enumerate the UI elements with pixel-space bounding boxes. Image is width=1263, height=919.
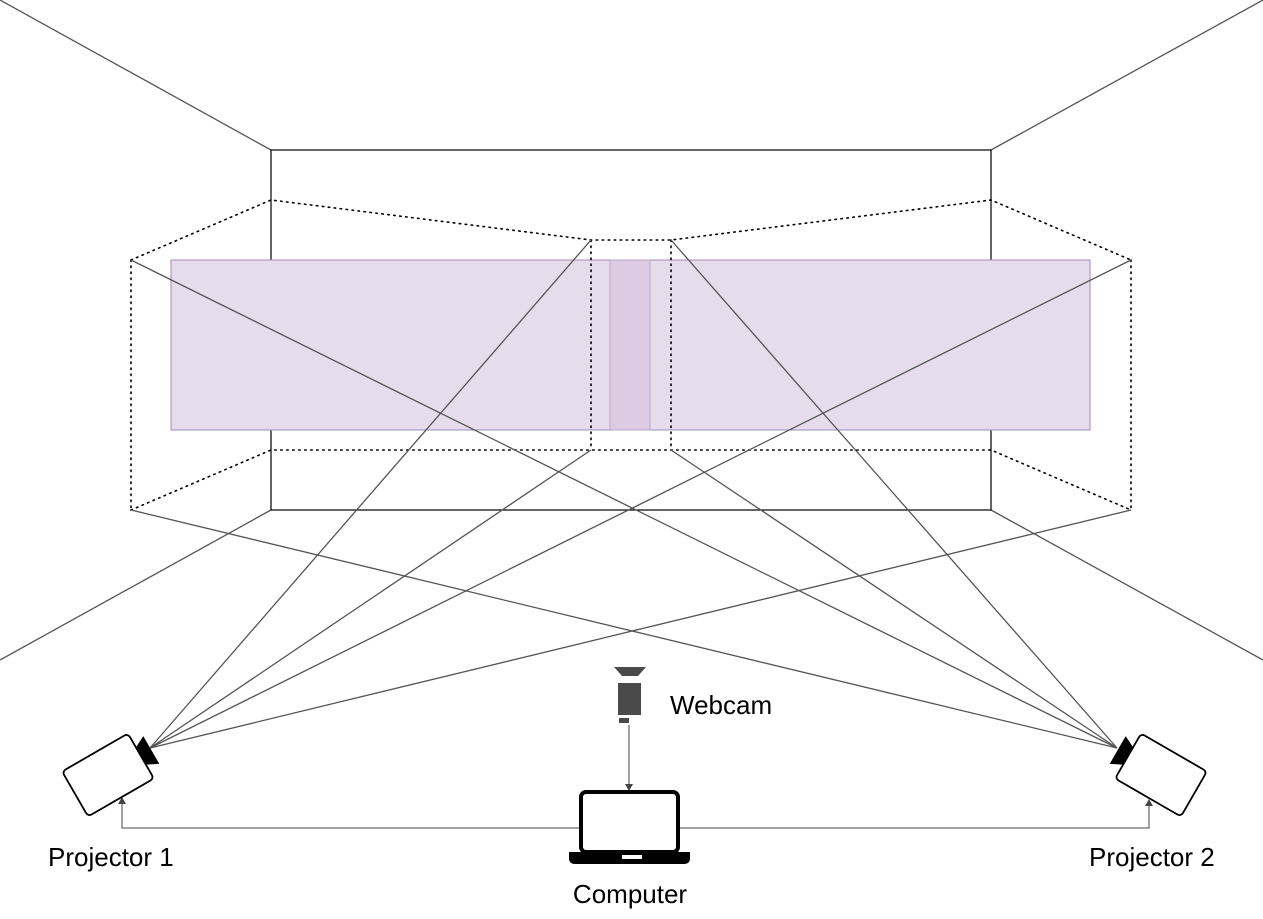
wire-arrowhead (625, 784, 633, 791)
beam-p2-far-top (130, 259, 1118, 749)
projector-1-icon (62, 734, 160, 816)
computer-to-projector-1-wire (121, 802, 580, 829)
projection-area (170, 259, 1091, 431)
wire-arrowhead (118, 797, 126, 804)
beam-p2-far-bottom (130, 509, 1118, 749)
room-edge-top-right (990, 0, 1263, 151)
frustum-bottom-edge (130, 449, 1132, 511)
projector-2-beams (130, 239, 1118, 749)
projector-1-label: Projector 1 (48, 842, 174, 872)
projection-overlap-zone (609, 259, 651, 431)
room-edge-top-left (0, 0, 272, 151)
beam-p1-far-bottom (149, 509, 1132, 749)
beam-p1-far-top (149, 259, 1132, 749)
frustum-top-edge (130, 199, 1132, 261)
webcam-icon (614, 667, 646, 723)
beam-p1-top-right (149, 239, 592, 749)
connection-wires (118, 725, 1153, 829)
room-edge-bottom-right (990, 509, 1263, 661)
room-edge-bottom-left (0, 509, 272, 661)
laptop-icon (569, 790, 690, 864)
projection-frustum-outlines (130, 199, 1132, 511)
beam-p2-bottom-left (670, 449, 1118, 749)
webcam-label: Webcam (670, 690, 772, 720)
wire-arrowhead (1145, 799, 1153, 806)
computer-to-projector-2-wire (680, 804, 1150, 829)
projector-1-beams (149, 239, 1132, 749)
beam-p1-bottom-right (149, 449, 592, 749)
projector-2-label: Projector 2 (1089, 842, 1215, 872)
beam-p2-top-left (670, 239, 1118, 749)
room-perspective-lines (0, 0, 1263, 661)
projector-2-icon (1109, 734, 1207, 816)
computer-label: Computer (573, 879, 687, 909)
